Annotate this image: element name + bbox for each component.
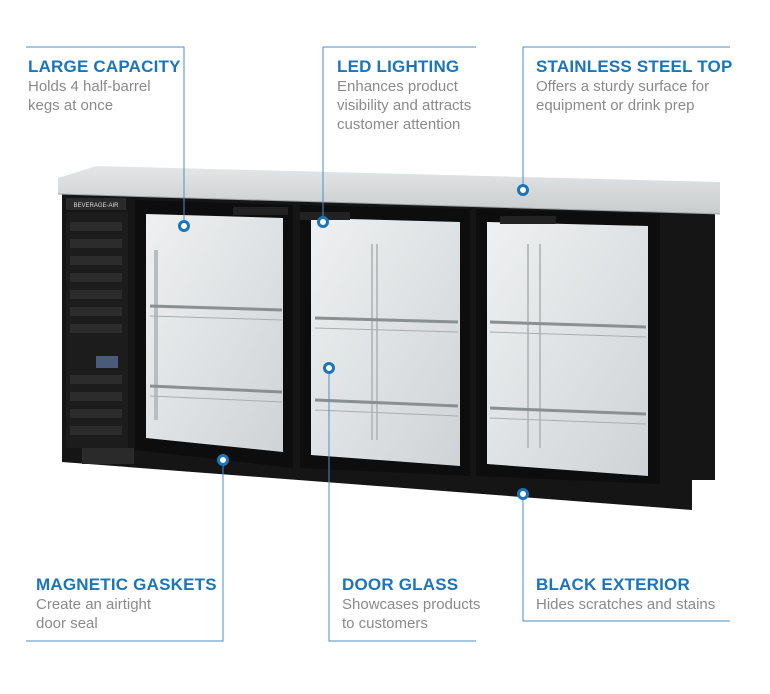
dot-large-capacity — [178, 220, 190, 232]
callout-desc: customer attention — [337, 116, 461, 133]
callout-desc: Showcases products — [342, 596, 481, 613]
callout-desc: Create an airtight — [36, 596, 152, 613]
callout-title: STAINLESS STEEL TOP — [536, 57, 733, 76]
door-left — [135, 200, 293, 468]
brand-label: BEVERAGE-AIR — [73, 203, 119, 209]
callout-large-capacity: LARGE CAPACITY Holds 4 half-barrel kegs … — [28, 57, 181, 115]
dot-stainless-top — [517, 184, 529, 196]
dot-door-glass — [323, 362, 335, 374]
callout-title: BLACK EXTERIOR — [536, 575, 690, 594]
callout-desc: door seal — [36, 615, 98, 632]
callout-title: MAGNETIC GASKETS — [36, 575, 217, 594]
callout-title: DOOR GLASS — [342, 575, 459, 594]
door-middle — [300, 205, 470, 476]
callout-desc: Holds 4 half-barrel — [28, 78, 151, 95]
callout-desc: Hides scratches and stains — [536, 596, 716, 613]
door-right — [476, 209, 660, 484]
callout-title: LED LIGHTING — [337, 57, 460, 76]
dot-magnetic-gaskets — [217, 454, 229, 466]
callout-desc: kegs at once — [28, 97, 114, 114]
callout-led-lighting: LED LIGHTING Enhances product visibility… — [337, 57, 471, 134]
bottom-vent — [82, 448, 134, 464]
dot-led-lighting — [317, 216, 329, 228]
callout-black-exterior: BLACK EXTERIOR Hides scratches and stain… — [536, 575, 715, 614]
callout-desc: equipment or drink prep — [536, 97, 695, 114]
callout-door-glass: DOOR GLASS Showcases products to custome… — [342, 575, 480, 633]
temperature-display — [96, 356, 118, 368]
callout-desc: Enhances product — [337, 78, 458, 95]
dot-black-exterior — [517, 488, 529, 500]
callout-dots — [178, 184, 529, 500]
callout-stainless-steel-top: STAINLESS STEEL TOP Offers a sturdy surf… — [536, 57, 733, 115]
callout-magnetic-gaskets: MAGNETIC GASKETS Create an airtight door… — [36, 575, 217, 633]
callout-title: LARGE CAPACITY — [28, 57, 181, 76]
stainless-steel-top — [58, 166, 720, 214]
callout-desc: to customers — [342, 615, 428, 632]
callout-leaders — [26, 46, 730, 642]
callout-desc: Offers a sturdy surface for — [536, 78, 710, 95]
callout-desc: visibility and attracts — [337, 97, 472, 114]
